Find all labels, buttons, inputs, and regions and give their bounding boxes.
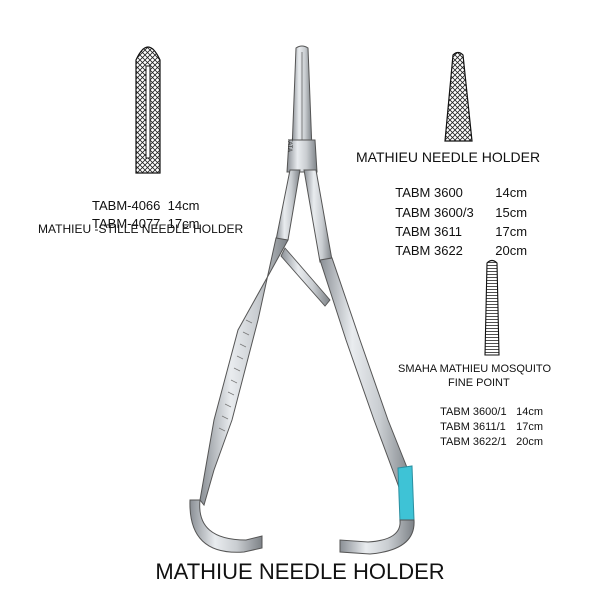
right-item-2: TABM 3600/3 15cm [388,193,527,219]
right-title: MATHIEU NEEDLE HOLDER [356,149,541,165]
right-item-3: TABM 3611 17cm [388,212,527,238]
mosquito-item-1-code: TABM 3600/1 [440,406,507,418]
mosquito-item-2-size: 17cm [516,421,544,433]
right-item-2-size: 15cm [495,205,528,220]
mosquito-item-2-code: TABM 3611/1 [440,421,506,433]
left-item-2-size: 17cm [167,216,200,231]
right-item-4-code: TABM 3622 [395,243,463,258]
right-item-1-size: 14cm [495,185,528,200]
mosquito-title-line1: SMAHA MATHIEU MOSQUITO [398,363,551,375]
right-item-4-size: 20cm [495,243,528,258]
left-item-2-code: TABM-4077 [92,216,161,231]
left-item-1-size: 14cm [167,198,200,213]
mosquito-item-3: TABM 3622/1 20cm [434,426,543,448]
mosquito-title-line2: FINE POINT [448,377,510,389]
bottom-title: MATHIUE NEEDLE HOLDER [155,559,445,584]
engraving-text: TATA [286,138,292,152]
left-item-2: TABM-4077 17cm [85,204,199,230]
right-item-3-size: 17cm [495,224,528,239]
mosquito-item-1-size: 14cm [516,406,544,418]
right-item-1-code: TABM 3600 [395,185,463,200]
right-item-4: TABM 3622 20cm [388,231,527,257]
left-item-1: TABM-4066 14cm [85,186,199,212]
left-product-name: MATHIEU -STILLE NEEDLE HOLDER [38,222,244,236]
mosquito-item-2: TABM 3611/1 17cm [434,411,543,433]
right-item-3-code: TABM 3611 [395,224,462,239]
left-item-1-code: TABM-4066 [92,198,161,213]
right-item-2-code: TABM 3600/3 [395,205,474,220]
mosquito-item-3-code: TABM 3622/1 [440,436,507,448]
right-item-1: TABM 3600 14cm [388,173,527,199]
mosquito-item-1: TABM 3600/1 14cm [434,396,543,418]
mosquito-item-3-size: 20cm [516,436,544,448]
